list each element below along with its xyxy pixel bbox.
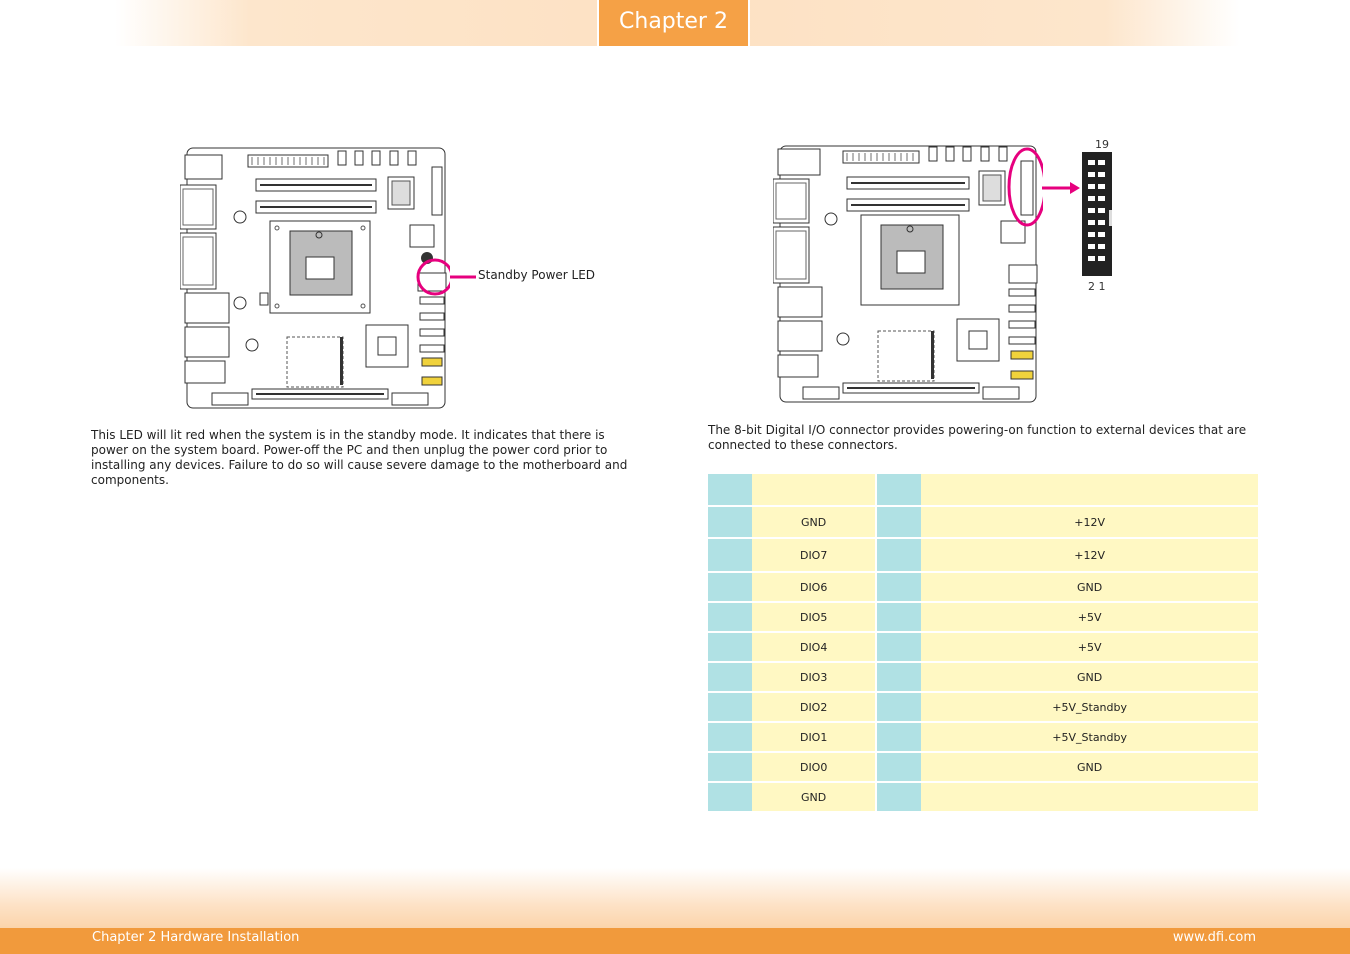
pin-cell: [877, 722, 922, 753]
footer-band: [0, 868, 1350, 930]
footer-chapter-title: Chapter 2 Hardware Installation: [92, 930, 300, 945]
signal-cell: DIO4: [752, 632, 876, 663]
pin-cell: [708, 506, 752, 539]
table-header-row: [708, 474, 1258, 507]
column-gap: [875, 506, 878, 538]
column-gap: [875, 662, 878, 692]
pin-cell: [877, 632, 922, 663]
standby-led-label: Standby Power LED: [478, 268, 596, 282]
table-row: DIO2 +5V_Standby: [708, 692, 1258, 723]
signal-cell: +5V: [921, 632, 1258, 663]
signal-cell: DIO1: [752, 722, 876, 753]
column-gap: [875, 474, 878, 506]
dio-callout-ellipse: [1007, 147, 1043, 227]
signal-cell: +5V: [921, 602, 1258, 633]
signal-cell: DIO7: [752, 538, 876, 573]
standby-led-callout-circle: [416, 258, 450, 296]
table-row: GND +12V: [708, 506, 1258, 539]
signal-cell: +5V_Standby: [921, 692, 1258, 723]
table-row: DIO7 +12V: [708, 538, 1258, 573]
signal-cell: DIO5: [752, 602, 876, 633]
column-gap: [875, 602, 878, 632]
pin-cell: [877, 782, 922, 813]
motherboard-diagram-right: [773, 145, 1043, 403]
pin-cell: [877, 506, 922, 539]
dio-connector-pinout: [1042, 152, 1112, 276]
standby-led-description: This LED will lit red when the system is…: [91, 428, 628, 487]
pin-cell: [877, 752, 922, 783]
header-pin: [877, 474, 922, 507]
signal-cell: GND: [752, 506, 876, 539]
pin-cell: [877, 662, 922, 693]
column-gap: [875, 632, 878, 662]
table-row: DIO6 GND: [708, 572, 1258, 603]
pin-number-top: 19: [1095, 138, 1109, 151]
signal-cell: DIO6: [752, 572, 876, 603]
signal-cell: GND: [921, 752, 1258, 783]
signal-cell: GND: [752, 782, 876, 813]
pin-cell: [708, 662, 752, 693]
pin-cell: [877, 602, 922, 633]
pin-cell: [708, 782, 752, 813]
table-row: DIO5 +5V: [708, 602, 1258, 633]
pin-number-bottom: 2 1: [1088, 280, 1106, 293]
table-row: DIO0 GND: [708, 752, 1258, 783]
header-assignment: [921, 474, 1258, 507]
column-gap: [875, 722, 878, 752]
table-row: DIO1 +5V_Standby: [708, 722, 1258, 753]
footer-website-link[interactable]: www.dfi.com: [1172, 930, 1256, 945]
signal-cell: +12V: [921, 538, 1258, 573]
signal-cell: GND: [921, 662, 1258, 693]
pin-cell: [877, 572, 922, 603]
signal-cell: +5V_Standby: [921, 722, 1258, 753]
pin-cell: [708, 722, 752, 753]
pin-cell: [708, 752, 752, 783]
motherboard-diagram-left: [180, 147, 450, 409]
signal-cell: DIO0: [752, 752, 876, 783]
signal-cell: [921, 782, 1258, 813]
column-gap: [875, 692, 878, 722]
column-gap: [875, 572, 878, 602]
signal-cell: DIO3: [752, 662, 876, 693]
pin-cell: [708, 538, 752, 573]
pin-cell: [708, 572, 752, 603]
table-row: DIO4 +5V: [708, 632, 1258, 663]
signal-cell: +12V: [921, 506, 1258, 539]
table-row: DIO3 GND: [708, 662, 1258, 693]
standby-led-callout-pointer: [450, 275, 476, 279]
chapter-tab[interactable]: Chapter 2: [597, 0, 750, 46]
pin-cell: [708, 602, 752, 633]
pin-cell: [708, 692, 752, 723]
column-gap: [875, 782, 878, 812]
dio-description: The 8-bit Digital I/O connector provides…: [708, 423, 1247, 452]
pin-cell: [877, 538, 922, 573]
pin-cell: [877, 692, 922, 723]
table-row: GND: [708, 782, 1258, 813]
pin-cell: [708, 632, 752, 663]
signal-cell: DIO2: [752, 692, 876, 723]
header-assignment: [752, 474, 876, 507]
signal-cell: GND: [921, 572, 1258, 603]
header-pin: [708, 474, 752, 507]
footer-bar: [0, 928, 1350, 954]
column-gap: [875, 752, 878, 782]
column-gap: [875, 538, 878, 572]
